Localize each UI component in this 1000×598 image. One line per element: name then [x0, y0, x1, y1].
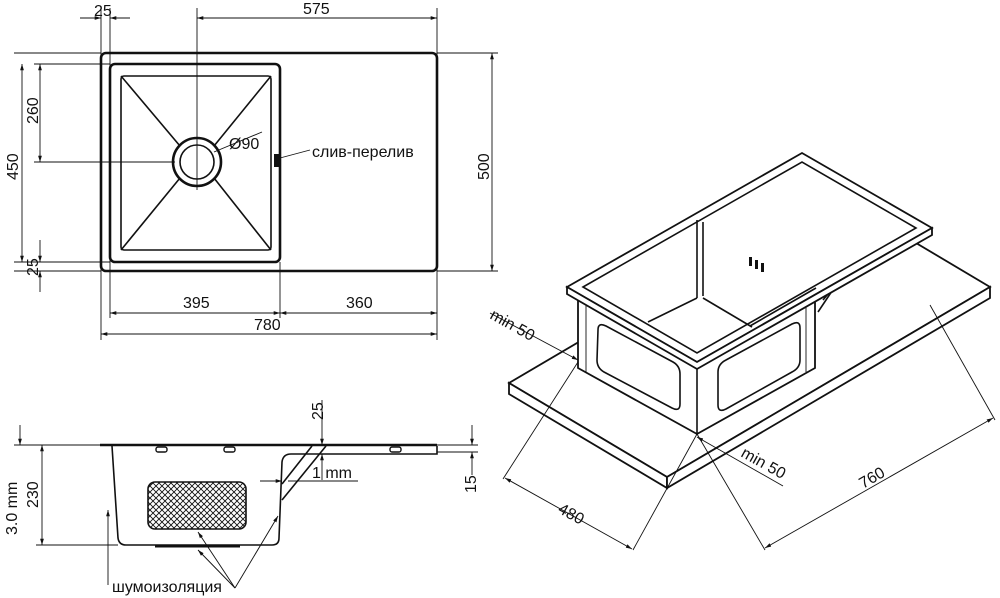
insulation-label: шумоизоляция: [112, 579, 222, 596]
bowl-bottom: [120, 75, 272, 251]
dim-drain-to-right: 575: [303, 1, 330, 18]
overflow-icon-iso: [749, 257, 764, 272]
drain-diameter: Ø90: [229, 136, 259, 153]
dim-bowl-width: 395: [183, 295, 210, 312]
bowl-slope-lines: [120, 75, 272, 251]
dim-thickness: 3.0 mm: [4, 482, 21, 535]
top-view: 25 575 260 450 25 500 395 360 780 Ø90 сл…: [5, 1, 498, 340]
clips: [155, 446, 402, 453]
dim-bowl-height: 450: [5, 153, 22, 180]
dim-drainer-width: 360: [346, 295, 373, 312]
bowl-profile: [111, 445, 438, 546]
dim-support: 1 mm: [312, 465, 352, 482]
dim-drain-from-top: 260: [25, 97, 42, 124]
isometric-view: min 50 480 min 50 760: [487, 151, 996, 551]
dim-edge-top: 25: [94, 3, 112, 20]
support-bracket: [281, 445, 327, 501]
dim-rim-offset: 25: [310, 402, 327, 420]
dim-edge-bottom: 25: [25, 258, 42, 276]
insulation-pad-right: [717, 321, 801, 412]
side-view: 25 1 mm 15 3.0 mm 230 шумоизоляция: [4, 400, 480, 596]
dim-cutout-width: 760: [857, 464, 889, 492]
dim-bowl-depth: 230: [25, 481, 42, 508]
min-margin-back: min 50: [487, 307, 537, 345]
dim-drainer-height: 15: [463, 475, 480, 493]
min-margin-front: min 50: [738, 445, 788, 483]
dim-cutout-depth: 480: [555, 501, 587, 529]
insulation-pad-left: [596, 323, 681, 411]
overflow-icon: [274, 154, 280, 167]
insulation-pad: [147, 481, 247, 530]
dim-total-depth: 500: [476, 153, 493, 180]
bowl-interior: [647, 220, 817, 328]
overflow-label: слив-перелив: [312, 144, 414, 161]
dim-total-width: 780: [254, 317, 281, 334]
